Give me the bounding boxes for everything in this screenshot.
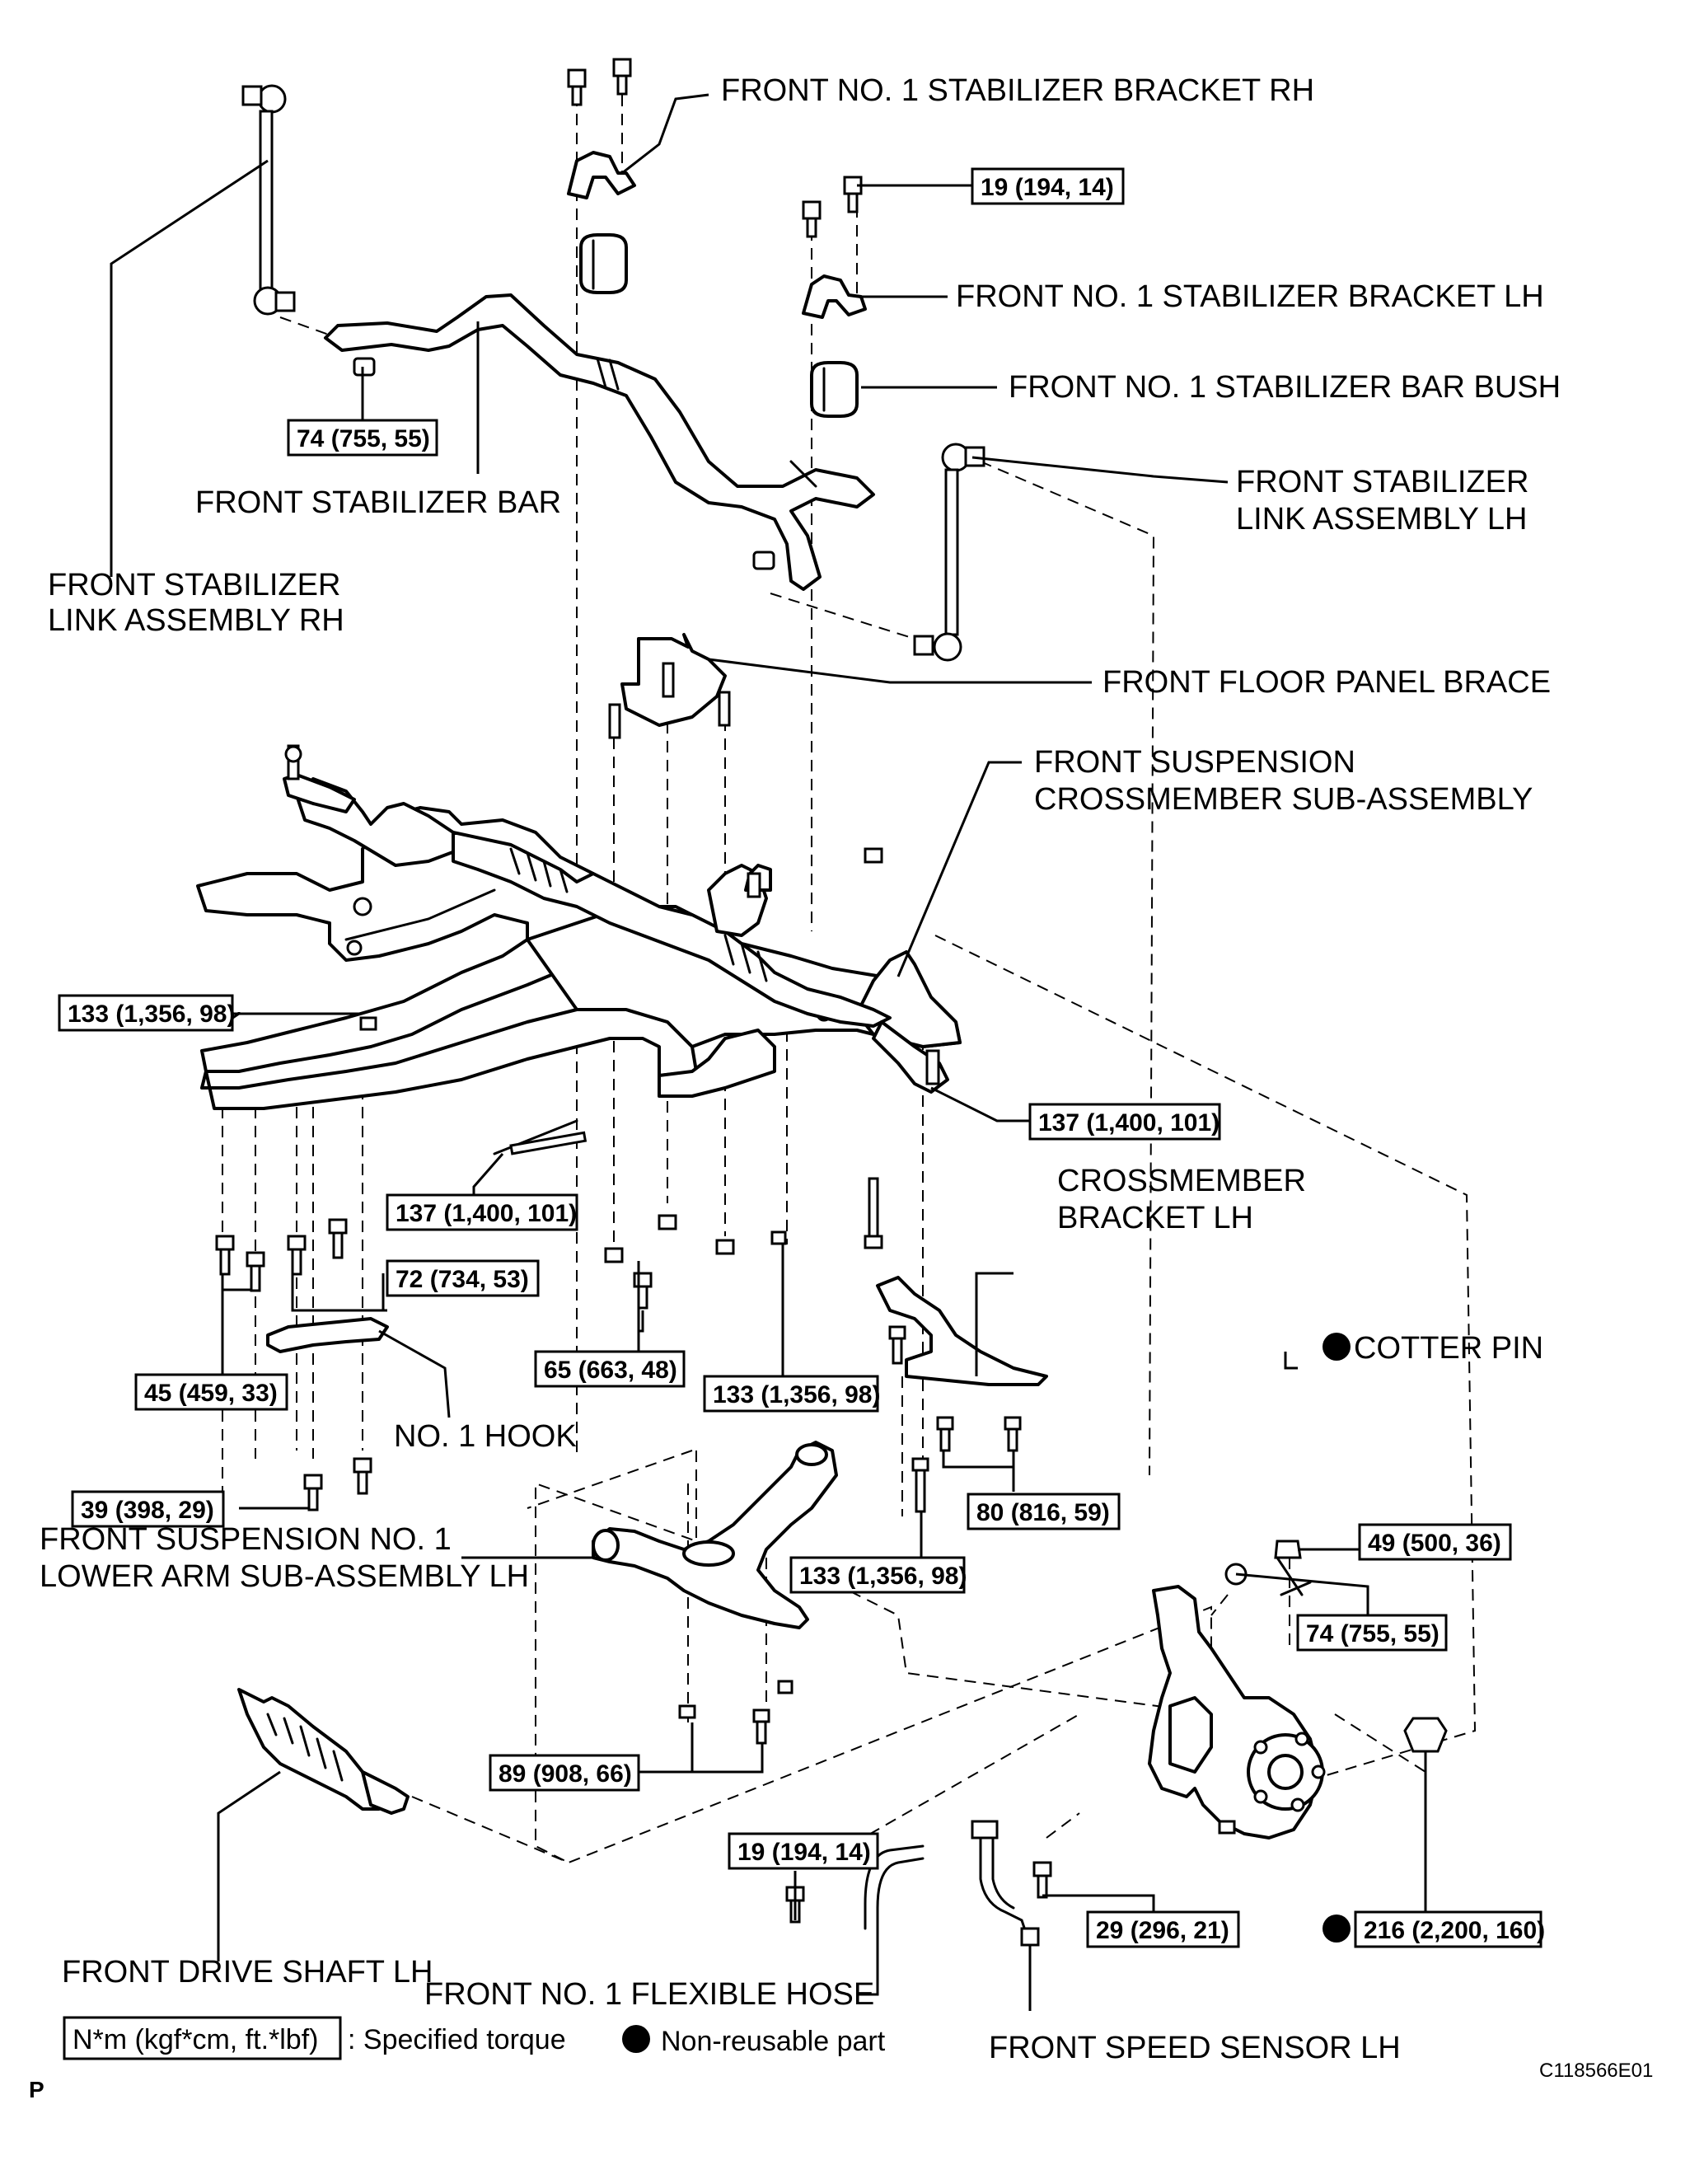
torque-19-hose: 19 (194, 14) bbox=[728, 1832, 879, 1870]
svg-text:65 (663, 48): 65 (663, 48) bbox=[544, 1357, 677, 1384]
torque-133-left: 133 (1,356, 98) bbox=[58, 994, 235, 1032]
leader-lines bbox=[110, 93, 1427, 2011]
svg-text:72 (734, 53): 72 (734, 53) bbox=[396, 1266, 529, 1293]
svg-text:49 (500, 36): 49 (500, 36) bbox=[1368, 1530, 1501, 1557]
torque-133-mid: 133 (1,356, 98) bbox=[703, 1375, 880, 1413]
legend-torque-unit: N*m (kgf*cm, ft.*lbf) bbox=[73, 2024, 318, 2055]
torque-74-bar: 74 (755, 55) bbox=[287, 419, 438, 457]
hub-nuts bbox=[1224, 1540, 1448, 1753]
label-stab-link-rh-1: FRONT STABILIZER bbox=[48, 568, 340, 602]
svg-text:74 (755, 55): 74 (755, 55) bbox=[297, 425, 430, 452]
footer: P C118566E01 bbox=[29, 2060, 1653, 2102]
label-stab-link-lh-1: FRONT STABILIZER bbox=[1236, 465, 1528, 499]
hub-nut-nonreusable-dot bbox=[1323, 1915, 1351, 1943]
svg-text:39 (398, 29): 39 (398, 29) bbox=[81, 1497, 214, 1524]
lower-arm-lh bbox=[592, 1441, 838, 1745]
torque-29: 29 (296, 21) bbox=[1086, 1910, 1240, 1948]
label-floor-brace: FRONT FLOOR PANEL BRACE bbox=[1102, 665, 1551, 700]
label-cm-bracket-2: BRACKET LH bbox=[1057, 1201, 1253, 1235]
svg-text:133 (1,356, 98): 133 (1,356, 98) bbox=[68, 1001, 235, 1028]
front-speed-sensor-lh bbox=[971, 1820, 1052, 1947]
torque-19-top: 19 (194, 14) bbox=[971, 167, 1125, 205]
nut-74-stab bbox=[353, 357, 775, 570]
svg-text:133 (1,356, 98): 133 (1,356, 98) bbox=[713, 1381, 880, 1408]
svg-text:19 (194, 14): 19 (194, 14) bbox=[737, 1839, 871, 1866]
torque-boxes: 19 (194, 14) 74 (755, 55) 133 (1,356, 98… bbox=[58, 167, 1545, 1948]
torque-45: 45 (459, 33) bbox=[134, 1373, 288, 1411]
legend-torque-box bbox=[63, 2016, 342, 2060]
torque-80: 80 (816, 59) bbox=[967, 1493, 1121, 1530]
crossmember-bracket-lh bbox=[876, 1276, 1048, 1513]
front-floor-panel-brace bbox=[608, 633, 731, 739]
label-stab-bar-bush: FRONT NO. 1 STABILIZER BAR BUSH bbox=[1009, 370, 1561, 405]
svg-text:74 (755, 55): 74 (755, 55) bbox=[1306, 1620, 1440, 1647]
legend-nonreusable-text: Non-reusable part bbox=[661, 2026, 886, 2057]
footer-mark: P bbox=[29, 2077, 44, 2102]
label-crossmember-1: FRONT SUSPENSION bbox=[1034, 745, 1355, 780]
legend-nonreusable-dot bbox=[622, 2025, 650, 2053]
cotter-pin-nonreusable-dot bbox=[1323, 1333, 1351, 1361]
figure-code: C118566E01 bbox=[1539, 2060, 1653, 2082]
torque-65: 65 (663, 48) bbox=[534, 1350, 686, 1388]
svg-text:89 (908, 66): 89 (908, 66) bbox=[499, 1760, 632, 1788]
label-cotter-pin: COTTER PIN bbox=[1354, 1331, 1543, 1366]
crossmember-bolts-lower bbox=[215, 1016, 377, 1511]
svg-text:137 (1,400, 101): 137 (1,400, 101) bbox=[396, 1200, 577, 1227]
svg-text:137 (1,400, 101): 137 (1,400, 101) bbox=[1038, 1109, 1220, 1137]
torque-49: 49 (500, 36) bbox=[1358, 1523, 1512, 1561]
tie-rod-end bbox=[872, 1020, 949, 1094]
no1-hook bbox=[266, 1317, 389, 1353]
front-drive-shaft-lh bbox=[237, 1688, 410, 1815]
label-cm-bracket-1: CROSSMEMBER bbox=[1057, 1164, 1306, 1198]
svg-text:19 (194, 14): 19 (194, 14) bbox=[981, 174, 1114, 201]
label-hook: NO. 1 HOOK bbox=[394, 1419, 577, 1454]
svg-text:29 (296, 21): 29 (296, 21) bbox=[1096, 1917, 1229, 1944]
stabilizer-bracket-lh-group bbox=[802, 176, 867, 418]
torque-137-right: 137 (1,400, 101) bbox=[1028, 1103, 1221, 1141]
label-speed-sensor: FRONT SPEED SENSOR LH bbox=[989, 2031, 1401, 2065]
label-stab-link-rh-2: LINK ASSEMBLY RH bbox=[48, 603, 344, 638]
part-labels: FRONT NO. 1 STABILIZER BRACKET RH FRONT … bbox=[40, 73, 1561, 2065]
legend-torque-text: : Specified torque bbox=[348, 2024, 566, 2055]
front-stabilizer-bar bbox=[324, 293, 875, 591]
label-crossmember-2: CROSSMEMBER SUB-ASSEMBLY bbox=[1034, 782, 1533, 817]
label-flex-hose: FRONT NO. 1 FLEXIBLE HOSE bbox=[424, 1977, 874, 2012]
torque-72: 72 (734, 53) bbox=[386, 1259, 540, 1297]
svg-text:45 (459, 33): 45 (459, 33) bbox=[144, 1380, 278, 1407]
label-lower-arm-1: FRONT SUSPENSION NO. 1 bbox=[40, 1522, 452, 1557]
stabilizer-bracket-rh-group bbox=[567, 58, 636, 294]
torque-74-knuckle: 74 (755, 55) bbox=[1296, 1614, 1448, 1652]
torque-89: 89 (908, 66) bbox=[489, 1754, 640, 1792]
stabilizer-link-lh bbox=[913, 443, 985, 662]
label-stab-bracket-rh: FRONT NO. 1 STABILIZER BRACKET RH bbox=[721, 73, 1314, 108]
front-suspension-crossmember bbox=[196, 806, 962, 1110]
svg-text:133 (1,356, 98): 133 (1,356, 98) bbox=[799, 1563, 967, 1590]
torque-39: 39 (398, 29) bbox=[71, 1490, 225, 1528]
svg-text:216 (2,200, 160): 216 (2,200, 160) bbox=[1364, 1917, 1545, 1944]
torque-216: 216 (2,200, 160) bbox=[1354, 1910, 1545, 1948]
tie-rod-rh bbox=[283, 744, 356, 813]
torque-133-low: 133 (1,356, 98) bbox=[789, 1556, 967, 1594]
label-lower-arm-2: LOWER ARM SUB-ASSEMBLY LH bbox=[40, 1559, 529, 1594]
label-stab-link-lh-2: LINK ASSEMBLY LH bbox=[1236, 502, 1527, 537]
stabilizer-link-rh bbox=[241, 84, 296, 316]
label-stab-bar: FRONT STABILIZER BAR bbox=[195, 485, 561, 520]
label-stab-bracket-lh: FRONT NO. 1 STABILIZER BRACKET LH bbox=[956, 279, 1544, 314]
steering-knuckle-hub bbox=[1148, 1585, 1326, 1840]
legend: N*m (kgf*cm, ft.*lbf) : Specified torque… bbox=[63, 2016, 886, 2060]
torque-137-center: 137 (1,400, 101) bbox=[386, 1193, 578, 1231]
nonreusable-markers bbox=[1323, 1333, 1351, 1943]
crossmember-bolts-middle bbox=[493, 847, 883, 1310]
label-drive-shaft: FRONT DRIVE SHAFT LH bbox=[62, 1955, 433, 1990]
svg-text:80 (816, 59): 80 (816, 59) bbox=[976, 1499, 1110, 1526]
